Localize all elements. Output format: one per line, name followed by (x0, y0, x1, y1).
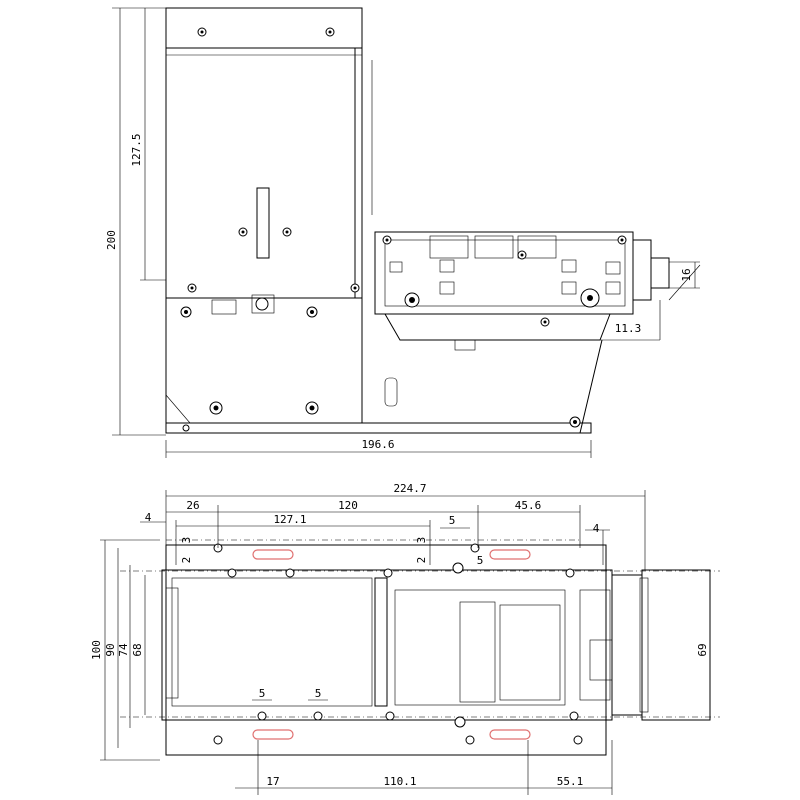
dim-inner-span: 127.1 (273, 513, 306, 526)
dim-left-margin: 4 (145, 511, 152, 524)
dim-gap-b: 2 (180, 557, 193, 564)
dim-slot-bottom-b: 5 (315, 687, 322, 700)
dim-height-right: 69 (696, 643, 709, 656)
side-dimensions (112, 7, 701, 458)
dim-right-margin: 4 (593, 522, 600, 535)
dim-slot-bottom-a: 5 (259, 687, 266, 700)
dim-bottom-right: 55.1 (557, 775, 584, 788)
dim-height-outer: 100 (90, 640, 103, 660)
top-view (100, 490, 720, 795)
dim-base-length: 196.6 (361, 438, 394, 451)
dim-overall-length: 224.7 (393, 482, 426, 495)
side-view (112, 7, 701, 458)
top-dimensions (100, 490, 711, 795)
dim-height-total: 200 (105, 230, 118, 250)
dim-connector-height: 16 (680, 268, 693, 281)
dim-height-upper: 127.5 (130, 133, 143, 166)
side-screws (180, 27, 627, 432)
dim-slot-top-a: 5 (449, 514, 456, 527)
top-screws (213, 543, 583, 745)
dim-hole-spacing: 120 (338, 499, 358, 512)
dim-bottom-mid: 110.1 (383, 775, 416, 788)
dim-right-offset: 45.6 (515, 499, 542, 512)
mounting-slots (252, 549, 531, 740)
dim-bottom-left: 17 (266, 775, 279, 788)
dim-gap-c: 3 (415, 537, 428, 544)
dim-gap-a: 3 (180, 537, 193, 544)
dim-slot-top-b: 5 (477, 554, 484, 567)
dim-height-74: 74 (117, 643, 130, 657)
dim-height-68: 68 (131, 643, 144, 656)
dim-left-offset: 26 (186, 499, 199, 512)
dimension-labels: 127.5 200 196.6 16 11.3 224.7 26 120 45.… (90, 133, 709, 788)
dim-connector-offset: 11.3 (615, 322, 642, 335)
dim-gap-d: 2 (415, 557, 428, 564)
dim-height-90: 90 (104, 643, 117, 656)
